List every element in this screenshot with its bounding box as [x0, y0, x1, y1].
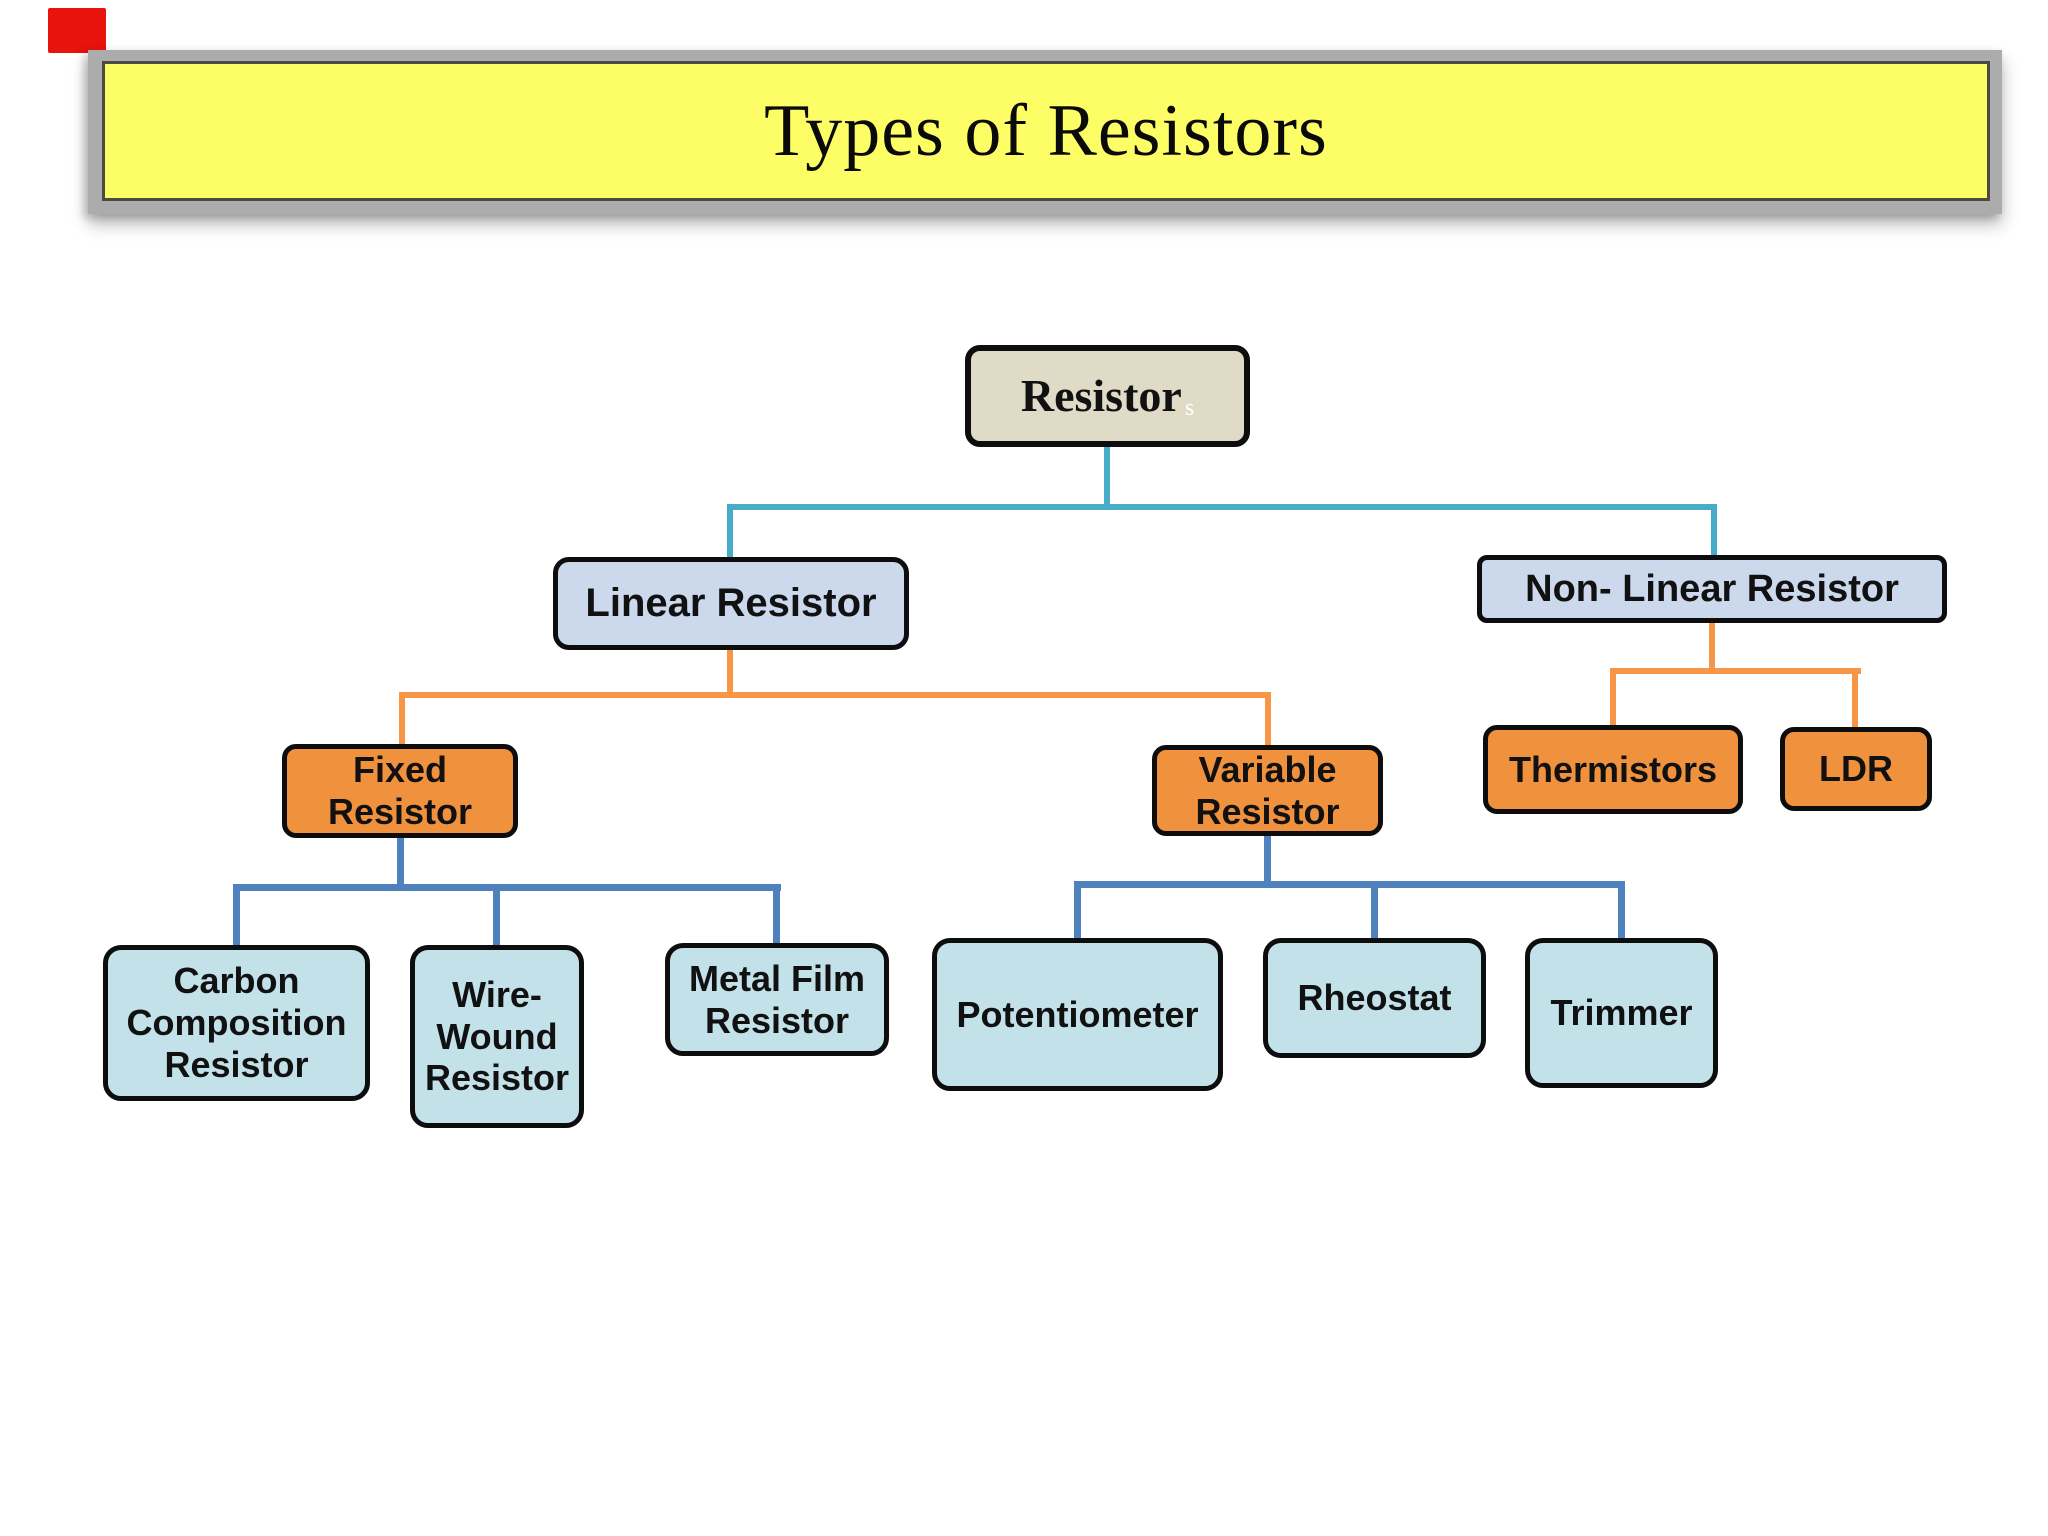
node-ldr: LDR — [1780, 727, 1932, 811]
node-linear-resistor: Linear Resistor — [553, 557, 909, 650]
connector-nonlinear-stem — [1709, 620, 1715, 674]
red-marker — [48, 8, 106, 53]
node-fixed-resistor: Fixed Resistor — [282, 744, 518, 838]
node-label: Fixed Resistor — [327, 749, 473, 832]
connector-potentiometer-drop — [1074, 881, 1081, 941]
node-label: Thermistors — [1508, 748, 1718, 790]
connector-root-crossbar — [727, 504, 1717, 510]
connector-linear-drop — [727, 504, 733, 560]
connector-thermistors-drop — [1610, 668, 1616, 728]
connector-carbon-drop — [233, 884, 240, 948]
connector-linear-stem — [727, 648, 733, 698]
connector-metalfilm-drop — [773, 884, 780, 946]
connector-root-stem — [1104, 446, 1110, 508]
node-trimmer: Trimmer — [1525, 938, 1718, 1088]
connector-fixed-stem — [397, 835, 404, 890]
node-label: LDR — [1819, 748, 1893, 790]
title-banner: Types of Resistors — [88, 50, 2002, 214]
node-label: Non- Linear Resistor — [1525, 567, 1899, 610]
connector-trimmer-drop — [1618, 881, 1625, 941]
connector-ldr-drop — [1852, 668, 1858, 730]
node-potentiometer: Potentiometer — [932, 938, 1223, 1091]
connector-linear-crossbar — [399, 692, 1271, 698]
node-label: Wire-Wound Resistor — [424, 973, 570, 1099]
node-variable-resistor: Variable Resistor — [1152, 745, 1383, 836]
connector-fixed-drop — [399, 692, 405, 747]
node-ghost-suffix: s — [1184, 395, 1195, 422]
connector-nonlinear-drop — [1711, 504, 1717, 558]
connector-fixed-crossbar — [233, 884, 781, 891]
node-carbon-composition-resistor: Carbon Composition Resistor — [103, 945, 370, 1101]
node-label: Variable Resistor — [1195, 748, 1340, 832]
node-label: Carbon Composition Resistor — [126, 960, 347, 1085]
node-label: Trimmer — [1550, 992, 1693, 1034]
node-label: Metal Film Resistor — [688, 957, 866, 1041]
node-thermistors: Thermistors — [1483, 725, 1743, 814]
node-label: Linear Resistor — [585, 581, 877, 626]
title-banner-inner: Types of Resistors — [102, 61, 1990, 201]
connector-wirewound-drop — [493, 884, 500, 948]
node-non-linear-resistor: Non- Linear Resistor — [1477, 555, 1947, 623]
connector-variable-crossbar — [1074, 881, 1625, 888]
node-label: Rheostat — [1297, 977, 1452, 1019]
node-label: Resistor — [1020, 370, 1182, 422]
connector-rheostat-drop — [1371, 881, 1378, 941]
node-metal-film-resistor: Metal Film Resistor — [665, 943, 889, 1056]
slide-title: Types of Resistors — [764, 89, 1328, 172]
node-label: Potentiometer — [956, 993, 1199, 1035]
node-rheostat: Rheostat — [1263, 938, 1486, 1058]
connector-variable-stem — [1264, 833, 1271, 887]
connector-nonlinear-crossbar — [1610, 668, 1861, 674]
connector-variable-drop — [1265, 692, 1271, 748]
node-wire-wound-resistor: Wire-Wound Resistor — [410, 945, 584, 1128]
